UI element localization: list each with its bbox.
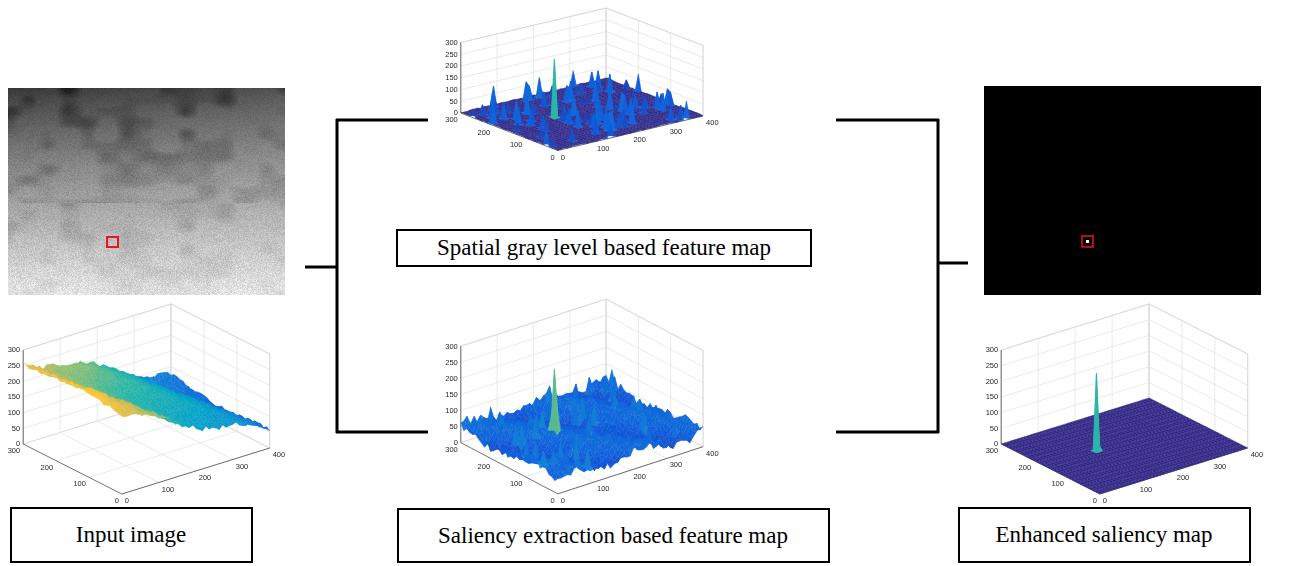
figure-stage: 3002502001501005003002001000010020030040… [0, 0, 1295, 566]
